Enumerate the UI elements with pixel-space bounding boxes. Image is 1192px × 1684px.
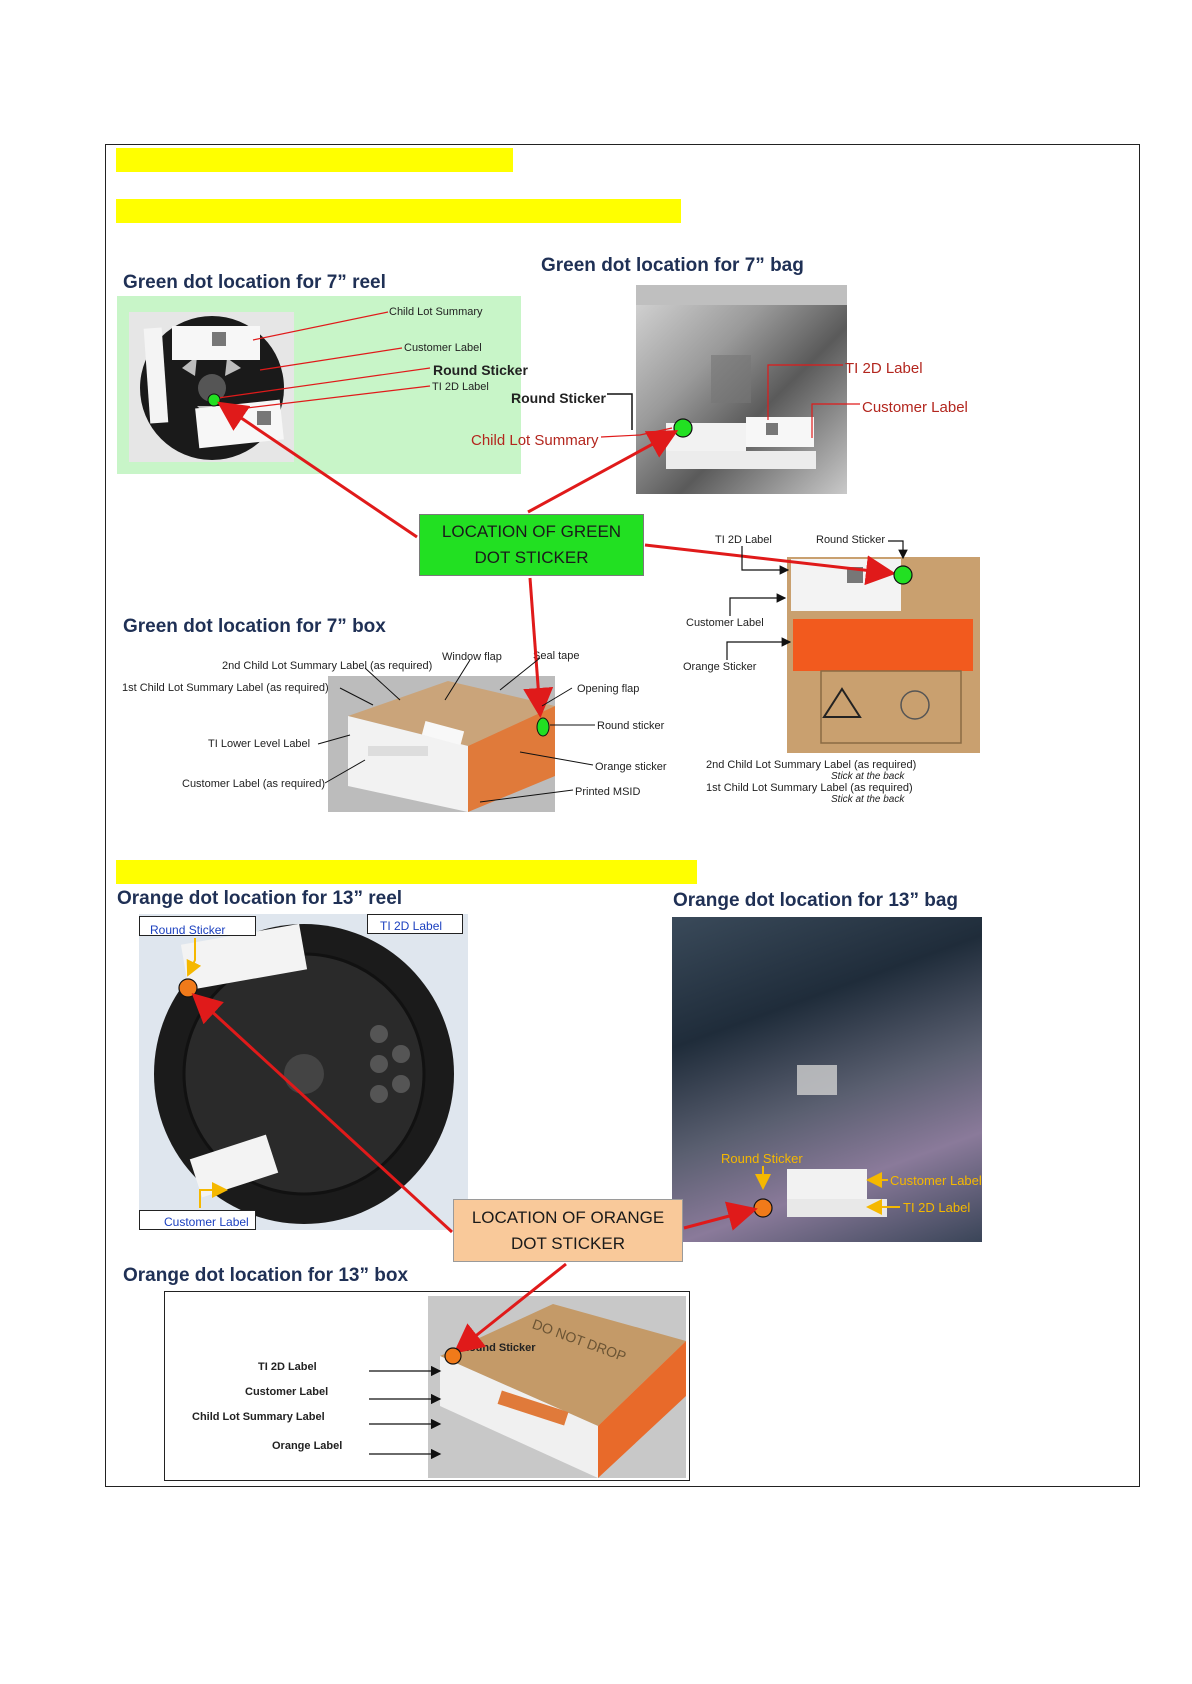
title-13in-box: Orange dot location for 13” box bbox=[123, 1265, 409, 1286]
box7-label-orange-sticker: Orange sticker bbox=[595, 761, 667, 773]
box13-label-child-lot: Child Lot Summary Label bbox=[192, 1411, 325, 1423]
photo-7in-box-top bbox=[787, 557, 980, 753]
box7b-label-stick-back-2: Stick at the back bbox=[831, 794, 905, 805]
box7b-label-orange-sticker: Orange Sticker bbox=[683, 661, 757, 673]
reel7-label-ti2d: TI 2D Label bbox=[432, 381, 489, 393]
box7b-label-round-sticker: Round Sticker bbox=[816, 534, 886, 546]
bag13-label-ti2d: TI 2D Label bbox=[903, 1200, 971, 1215]
box7-label-2nd-child-lot: 2nd Child Lot Summary Label (as required… bbox=[222, 660, 433, 672]
title-13in-bag: Orange dot location for 13” bag bbox=[673, 890, 959, 911]
photo-13in-bag bbox=[672, 917, 982, 1242]
box7-label-seal-tape: Seal tape bbox=[533, 650, 580, 662]
box7-label-ti-lower-level: TI Lower Level Label bbox=[208, 738, 311, 750]
bag7-label-child-lot: Child Lot Summary bbox=[471, 432, 599, 449]
bag7-label-round-sticker: Round Sticker bbox=[511, 390, 606, 406]
box7-label-1st-child-lot: 1st Child Lot Summary Label (as required… bbox=[122, 682, 329, 694]
box7b-label-ti2d: TI 2D Label bbox=[715, 534, 772, 546]
box13-label-round-sticker: Round Sticker bbox=[461, 1342, 536, 1354]
box7-label-round-sticker: Round sticker bbox=[597, 720, 665, 732]
callout-green-line1: LOCATION OF GREEN bbox=[441, 522, 622, 541]
box7b-label-customer: Customer Label bbox=[686, 617, 764, 629]
photo-13in-reel bbox=[139, 914, 468, 1230]
callout-orange-line1: LOCATION OF ORANGE bbox=[471, 1207, 665, 1227]
reel13-label-ti2d: TI 2D Label bbox=[380, 919, 443, 933]
title-7in-box: Green dot location for 7” box bbox=[123, 616, 386, 637]
photo-7in-bag bbox=[636, 285, 847, 494]
reel13-round-sticker-box bbox=[139, 916, 256, 936]
box7b-label-1st-child-lot: 1st Child Lot Summary Label (as required… bbox=[706, 782, 913, 794]
box7-label-customer: Customer Label (as required) bbox=[182, 778, 326, 790]
reel13-ti2d-box bbox=[367, 914, 463, 934]
title-7in-reel: Green dot location for 7” reel bbox=[123, 272, 386, 293]
document-frame bbox=[105, 144, 1140, 1487]
bag7-label-customer: Customer Label bbox=[862, 399, 968, 416]
box13-label-orange: Orange Label bbox=[272, 1440, 343, 1452]
bag13-label-customer: Customer Label bbox=[890, 1173, 982, 1188]
callout-orange-line2: DOT STICKER bbox=[511, 1233, 625, 1253]
box13-label-ti2d: TI 2D Label bbox=[258, 1361, 317, 1373]
box7b-label-stick-back-1: Stick at the back bbox=[831, 771, 905, 782]
photo-7in-box bbox=[328, 676, 555, 812]
highlight-bar-3 bbox=[116, 860, 697, 884]
callout-green-dot-sticker: LOCATION OF GREEN DOT STICKER bbox=[419, 514, 644, 576]
reel13-label-customer: Customer Label bbox=[164, 1215, 249, 1229]
box7b-label-2nd-child-lot: 2nd Child Lot Summary Label (as required… bbox=[706, 759, 917, 771]
box7-label-window-flap: Window flap bbox=[442, 651, 502, 663]
bag13-label-round-sticker: Round Sticker bbox=[721, 1151, 803, 1166]
highlight-bar-2 bbox=[116, 199, 681, 223]
reel7-label-child-lot: Child Lot Summary bbox=[389, 306, 483, 318]
reel13-label-round-sticker: Round Sticker bbox=[150, 923, 226, 937]
box7-label-printed-msid: Printed MSID bbox=[575, 786, 641, 798]
box13-label-customer: Customer Label bbox=[245, 1386, 329, 1398]
callout-orange-dot-sticker: LOCATION OF ORANGE DOT STICKER bbox=[453, 1199, 683, 1262]
reel7-label-customer: Customer Label bbox=[404, 342, 482, 354]
highlight-bar-1 bbox=[116, 148, 513, 172]
title-13in-reel: Orange dot location for 13” reel bbox=[117, 888, 403, 909]
reel7-label-round-sticker: Round Sticker bbox=[433, 362, 528, 378]
bag7-label-ti2d: TI 2D Label bbox=[845, 360, 923, 377]
title-7in-bag: Green dot location for 7” bag bbox=[541, 255, 804, 276]
callout-green-line2: DOT STICKER bbox=[474, 548, 589, 567]
box7-label-opening-flap: Opening flap bbox=[577, 683, 640, 695]
